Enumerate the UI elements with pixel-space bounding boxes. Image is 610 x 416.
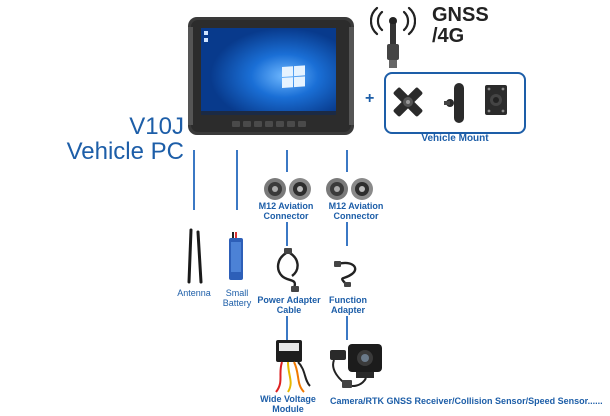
- m12-connector-right-label: M12 Aviation Connector: [328, 201, 384, 221]
- connector-line-function-adapter: [346, 222, 348, 246]
- gnss-label: GNSS /4G: [432, 4, 489, 47]
- connector-line-m12-left: [286, 150, 288, 172]
- vehicle-mount-label: Vehicle Mount: [421, 133, 489, 144]
- vehicle-mount-parts: [393, 83, 507, 123]
- vesa-bracket-icon: [393, 87, 423, 117]
- m12-connector-left-label: M12 Aviation Connector: [258, 201, 314, 221]
- camera-sensors-label: Camera/RTK GNSS Receiver/Collision Senso…: [330, 396, 603, 406]
- wide-voltage-module-icon: [268, 340, 312, 394]
- mount-base-plate-icon: [485, 85, 507, 115]
- m12-connector-left-icon: [262, 176, 314, 202]
- wide-voltage-module-label: Wide Voltage Module: [260, 394, 316, 414]
- plus-sign: +: [365, 90, 375, 107]
- product-type: Vehicle PC: [66, 138, 184, 165]
- windows-logo-icon: [282, 65, 305, 88]
- connector-line-m12-right: [346, 150, 348, 172]
- function-adapter-label: Function Adapter: [329, 295, 367, 315]
- antenna-label: Antenna: [177, 288, 211, 298]
- m12-connector-right-icon: [324, 176, 376, 202]
- camera-sensor-icon: [326, 340, 390, 392]
- antenna-icon: [183, 228, 207, 284]
- function-adapter-icon: [332, 256, 364, 288]
- small-battery-label: Small Battery: [222, 288, 252, 308]
- tablet-illustration: [188, 17, 354, 135]
- vehicle-pc-device: [188, 17, 354, 135]
- connector-line-power-cable: [286, 222, 288, 246]
- product-title: V10J Vehicle PC: [60, 114, 184, 164]
- mount-arm-icon: [444, 83, 464, 123]
- product-model: V10J: [129, 113, 184, 140]
- gnss-antenna-icon: [369, 6, 417, 70]
- connector-line-battery: [236, 150, 238, 210]
- connector-line-camera: [346, 316, 348, 340]
- vehicle-mount-box: [384, 72, 526, 134]
- connector-line-antenna: [193, 150, 195, 210]
- power-adapter-cable-label: Power Adapter Cable: [257, 295, 321, 315]
- power-adapter-cable-icon: [272, 248, 304, 292]
- small-battery-icon: [224, 232, 248, 282]
- connector-line-wide-voltage: [286, 316, 288, 340]
